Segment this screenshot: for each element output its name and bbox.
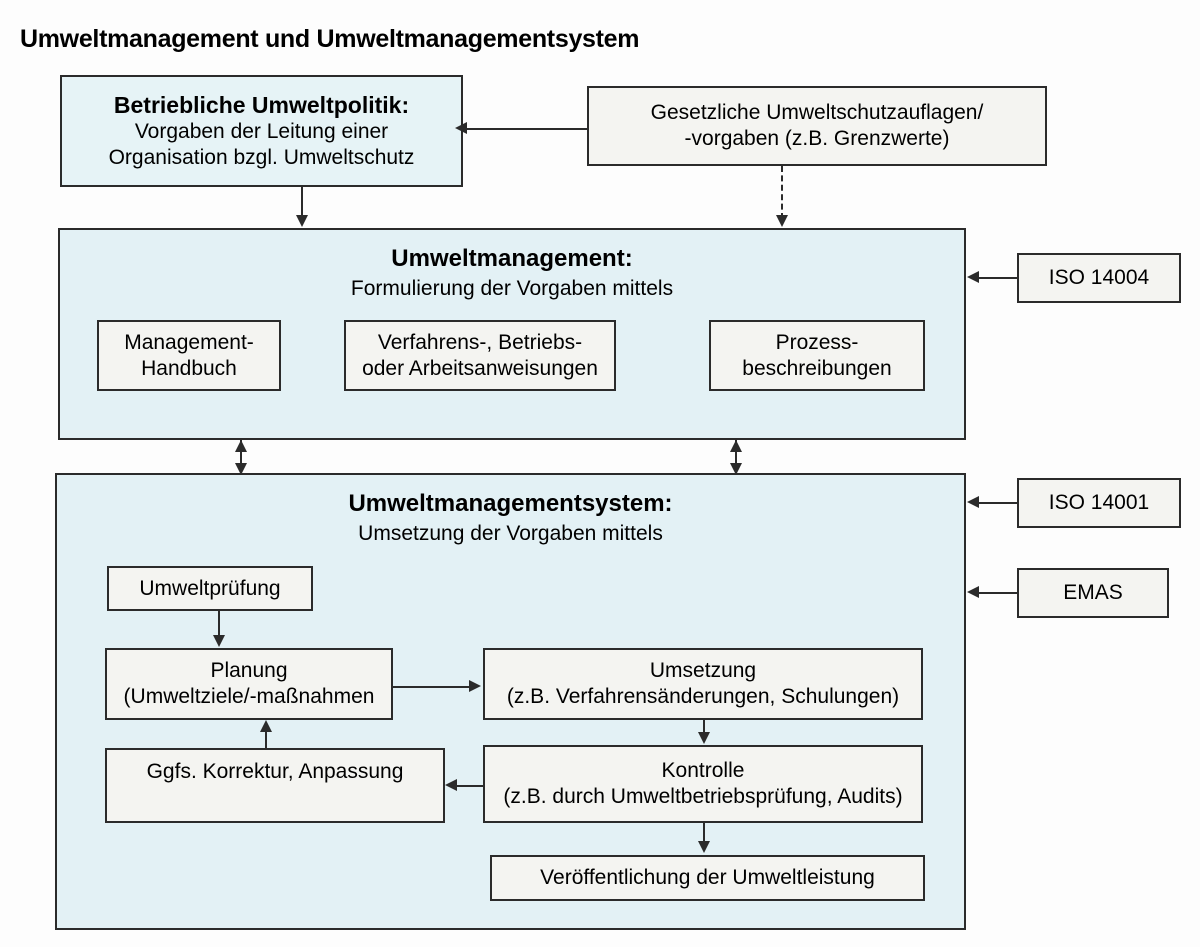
connector-legal-to-management-dashed <box>781 166 783 219</box>
iso-14004-label: ISO 14004 <box>1048 266 1150 290</box>
connector-umsetzung-to-kontrolle <box>703 720 705 734</box>
management-handbuch-line-2: Handbuch <box>141 356 237 380</box>
arrowhead-pruefung-to-planung <box>213 635 225 647</box>
planung-line-1: Planung <box>210 659 288 683</box>
arrowhead-korrektur-to-planung <box>260 720 272 732</box>
system-subheading: Umsetzung der Vorgaben mittels <box>358 522 663 546</box>
connector-planung-to-umsetzung <box>393 686 471 688</box>
box-umweltpruefung[interactable]: Umweltprüfung <box>107 566 313 611</box>
korrektur-label: Ggfs. Korrektur, Anpassung <box>146 760 404 783</box>
kontrolle-line-1: Kontrolle <box>661 759 745 783</box>
arrowhead-kontrolle-to-veroeffentlichung <box>698 841 710 853</box>
verfahrensanweisungen-line-2: oder Arbeitsanweisungen <box>362 356 598 380</box>
arrowhead-sections-left-down <box>235 463 247 475</box>
umweltpruefung-label: Umweltprüfung <box>139 576 281 600</box>
arrowhead-sections-right-up <box>730 440 742 452</box>
arrowhead-emas <box>967 586 979 598</box>
arrowhead-sections-right-down <box>730 463 742 475</box>
legal-line-2: -vorgaben (z.B. Grenzwerte) <box>684 127 950 150</box>
connector-iso14001-to-system <box>979 502 1017 504</box>
arrowhead-iso14004 <box>967 271 979 283</box>
box-betriebliche-umweltpolitik[interactable]: Betriebliche Umweltpolitik: Vorgaben der… <box>60 75 463 187</box>
connector-policy-to-management <box>301 187 303 219</box>
connector-kontrolle-to-korrektur <box>457 785 483 787</box>
box-umsetzung[interactable]: Umsetzung (z.B. Verfahrensänderungen, Sc… <box>483 648 923 720</box>
policy-line-1: Vorgaben der Leitung einer <box>134 120 389 144</box>
box-prozessbeschreibungen[interactable]: Prozess- beschreibungen <box>709 320 925 391</box>
emas-label: EMAS <box>1063 581 1123 605</box>
iso-14001-label: ISO 14001 <box>1048 491 1150 515</box>
policy-line-2: Organisation bzgl. Umweltschutz <box>108 146 415 170</box>
box-gesetzliche-umweltschutzauflagen[interactable]: Gesetzliche Umweltschutzauflagen/ -vorga… <box>587 86 1047 166</box>
arrowhead-legal-to-management <box>776 215 788 227</box>
veroeffentlichung-label: Veröffentlichung der Umweltleistung <box>540 866 875 890</box>
box-iso-14004[interactable]: ISO 14004 <box>1017 253 1181 303</box>
umsetzung-line-1: Umsetzung <box>649 659 757 683</box>
management-heading: Umweltmanagement: <box>391 245 633 272</box>
page-title: Umweltmanagement und Umweltmanagementsys… <box>20 25 640 53</box>
arrowhead-sections-left-up <box>235 440 247 452</box>
prozessbeschreibungen-line-2: beschreibungen <box>742 356 892 380</box>
management-handbuch-line-1: Management- <box>124 330 254 354</box>
management-subheading: Formulierung der Vorgaben mittels <box>350 277 674 301</box>
arrowhead-legal-to-policy <box>455 122 467 134</box>
box-veroeffentlichung[interactable]: Veröffentlichung der Umweltleistung <box>490 855 925 901</box>
arrowhead-planung-to-umsetzung <box>469 680 481 692</box>
connector-kontrolle-to-veroeffentlichung <box>703 823 705 843</box>
box-verfahrensanweisungen[interactable]: Verfahrens-, Betriebs- oder Arbeitsanwei… <box>344 320 616 391</box>
box-management-handbuch[interactable]: Management- Handbuch <box>97 320 281 391</box>
box-kontrolle[interactable]: Kontrolle (z.B. durch Umweltbetriebsprüf… <box>483 745 923 823</box>
box-ggfs-korrektur[interactable]: Ggfs. Korrektur, Anpassung <box>105 748 445 823</box>
connector-korrektur-to-planung <box>265 731 267 750</box>
connector-sections-right <box>735 440 737 475</box>
legal-line-1: Gesetzliche Umweltschutzauflagen/ <box>650 101 984 125</box>
arrowhead-umsetzung-to-kontrolle <box>698 732 710 744</box>
system-section-head: Umweltmanagementsystem: Umsetzung der Vo… <box>57 489 964 547</box>
arrowhead-policy-to-management <box>296 215 308 227</box>
arrowhead-kontrolle-to-korrektur <box>445 779 457 791</box>
verfahrensanweisungen-line-1: Verfahrens-, Betriebs- <box>377 330 583 354</box>
connector-legal-to-policy <box>466 128 587 130</box>
connector-emas-to-system <box>979 592 1017 594</box>
management-section-head: Umweltmanagement: Formulierung der Vorga… <box>60 244 964 302</box>
kontrolle-line-2: (z.B. durch Umweltbetriebsprüfung, Audit… <box>503 785 903 808</box>
connector-sections-left <box>240 440 242 475</box>
system-heading: Umweltmanagementsystem: <box>348 490 673 517</box>
umsetzung-line-2: (z.B. Verfahrensänderungen, Schulungen) <box>506 685 900 708</box>
planung-line-2: (Umweltziele/-maßnahmen <box>123 685 375 708</box>
policy-heading: Betriebliche Umweltpolitik: <box>113 92 410 119</box>
connector-pruefung-to-planung <box>218 611 220 637</box>
box-planung[interactable]: Planung (Umweltziele/-maßnahmen <box>105 648 393 720</box>
connector-iso14004-to-management <box>979 277 1017 279</box>
prozessbeschreibungen-line-1: Prozess- <box>775 330 859 354</box>
box-iso-14001[interactable]: ISO 14001 <box>1017 478 1181 528</box>
arrowhead-iso14001 <box>967 496 979 508</box>
box-emas[interactable]: EMAS <box>1017 568 1169 618</box>
